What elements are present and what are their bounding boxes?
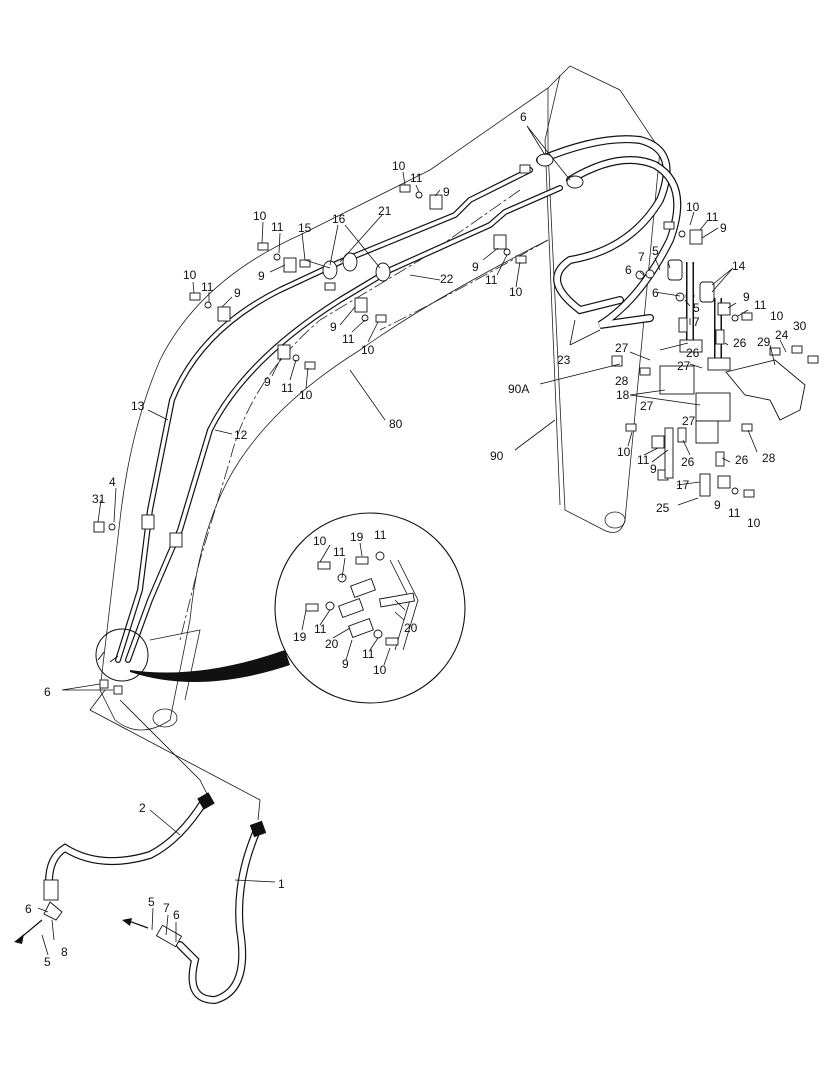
- callout-label: 28: [762, 451, 776, 465]
- callout-label: 10: [770, 309, 784, 323]
- callout-label: 9: [234, 286, 241, 300]
- callout-label: 11: [362, 647, 375, 661]
- callout-label: 11: [728, 506, 741, 520]
- callout-label: 90: [490, 449, 504, 463]
- callout-label: 14: [732, 259, 746, 273]
- callout-label: 24: [775, 328, 789, 342]
- callout-label: 10: [509, 285, 523, 299]
- steel-tubes: [115, 167, 563, 663]
- callout-label: 11: [410, 171, 423, 185]
- callout-label: 22: [440, 272, 454, 286]
- callout-label: 10: [373, 663, 387, 677]
- callout-label: 27: [682, 414, 696, 428]
- callout-label: 23: [557, 353, 571, 367]
- clamps-and-fasteners: [93, 153, 584, 548]
- callout-label: 11: [271, 220, 284, 234]
- callout-label: 9: [714, 498, 721, 512]
- callout-label: 9: [472, 260, 479, 274]
- callout-label: 9: [720, 221, 727, 235]
- callout-label: 4: [109, 475, 116, 489]
- callout-label: 28: [615, 374, 629, 388]
- callout-label: 15: [298, 221, 312, 235]
- callout-label: 11: [333, 545, 346, 559]
- leader-lines: [37, 125, 787, 956]
- callout-label: 9: [264, 375, 271, 389]
- callout-label: 80: [389, 417, 403, 431]
- callout-label: 9: [650, 462, 657, 476]
- callout-label: 26: [735, 453, 749, 467]
- callout-label: 11: [485, 273, 498, 287]
- callout-label: 9: [342, 657, 349, 671]
- callout-label: 5: [44, 955, 51, 969]
- callout-label: 6: [652, 286, 659, 300]
- callout-label: 90A: [508, 382, 529, 396]
- callout-label: 5: [652, 244, 659, 258]
- callout-label: 20: [404, 621, 418, 635]
- callout-label: 9: [443, 185, 450, 199]
- detail-view: [95, 512, 466, 704]
- callout-label: 31: [92, 492, 106, 506]
- callout-labels: 6 10 11 9 21 10 11 15 16 9 22 10 11 9 9 …: [25, 110, 807, 969]
- manifold-assembly: [611, 221, 819, 498]
- callout-label: 9: [743, 290, 750, 304]
- callout-label: 2: [139, 801, 146, 815]
- callout-label: 25: [656, 501, 670, 515]
- callout-label: 5: [148, 895, 155, 909]
- callout-label: 20: [325, 637, 339, 651]
- callout-label: 16: [332, 212, 346, 226]
- callout-label: 5: [693, 301, 700, 315]
- callout-label: 11: [706, 210, 719, 224]
- callout-label: 7: [693, 315, 700, 329]
- callout-label: 21: [378, 204, 392, 218]
- callout-label: 9: [330, 320, 337, 334]
- callout-label: 10: [313, 534, 327, 548]
- callout-label: 10: [747, 516, 761, 530]
- boom-outline: [99, 65, 661, 731]
- lower-fittings: [14, 651, 267, 948]
- callout-label: 8: [61, 945, 68, 959]
- callout-label: 6: [173, 908, 180, 922]
- callout-label: 29: [757, 335, 771, 349]
- callout-label: 10: [361, 343, 375, 357]
- callout-label: 6: [625, 263, 632, 277]
- callout-label: 10: [392, 159, 406, 173]
- callout-label: 10: [183, 268, 197, 282]
- callout-label: 26: [733, 336, 747, 350]
- callout-label: 11: [754, 298, 767, 312]
- callout-label: 11: [314, 622, 327, 636]
- callout-label: 19: [293, 630, 307, 644]
- callout-label: 11: [374, 528, 387, 542]
- callout-label: 10: [253, 209, 267, 223]
- callout-label: 10: [686, 200, 700, 214]
- upper-hoses: [536, 135, 682, 329]
- lower-hoses: [45, 689, 262, 1005]
- callout-label: 11: [281, 381, 294, 395]
- callout-label: 1: [278, 877, 285, 891]
- callout-label: 18: [616, 388, 630, 402]
- callout-label: 6: [44, 685, 51, 699]
- callout-label: 26: [681, 455, 695, 469]
- callout-label: 6: [520, 110, 527, 124]
- callout-label: 13: [131, 399, 145, 413]
- callout-label: 12: [234, 428, 248, 442]
- callout-label: 27: [640, 399, 654, 413]
- callout-label: 11: [637, 453, 650, 467]
- callout-label: 10: [299, 388, 313, 402]
- callout-label: 30: [793, 319, 807, 333]
- callout-label: 17: [676, 478, 690, 492]
- callout-label: 10: [617, 445, 631, 459]
- callout-label: 26: [686, 346, 700, 360]
- callout-label: 19: [350, 530, 364, 544]
- callout-label: 9: [258, 269, 265, 283]
- callout-label: 27: [615, 341, 629, 355]
- callout-label: 7: [638, 250, 645, 264]
- callout-label: 7: [163, 901, 170, 915]
- callout-label: 27: [677, 359, 691, 373]
- callout-label: 11: [342, 332, 355, 346]
- callout-label: 6: [25, 902, 32, 916]
- callout-label: 11: [201, 280, 214, 294]
